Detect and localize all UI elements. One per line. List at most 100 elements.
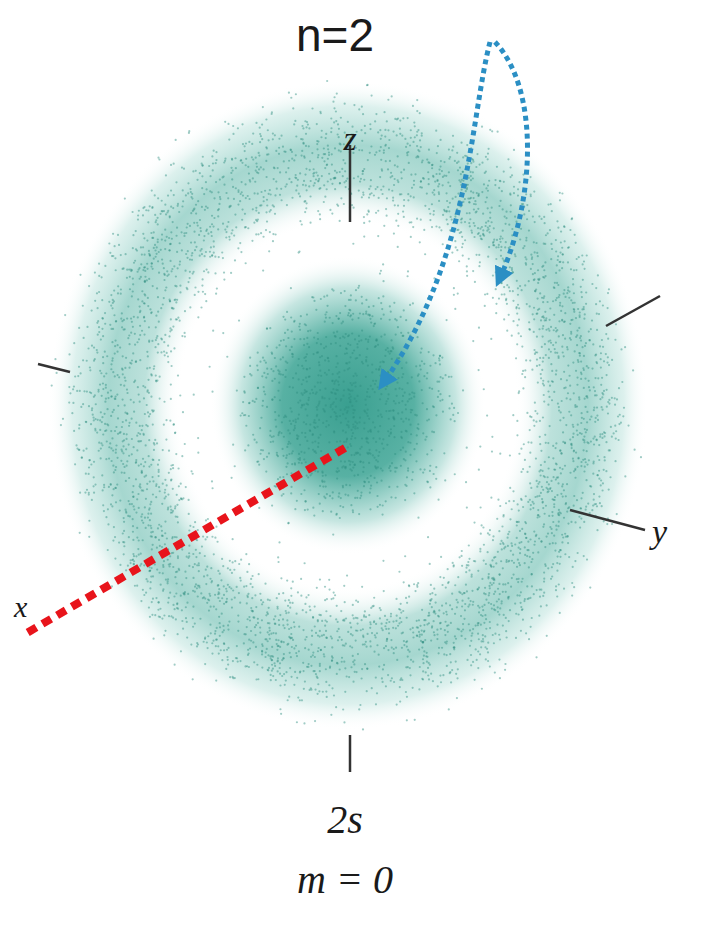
- speckle: [395, 497, 397, 499]
- speckle: [161, 258, 163, 260]
- speckle: [547, 380, 549, 382]
- speckle: [148, 606, 150, 608]
- speckle: [120, 288, 122, 290]
- speckle: [472, 661, 474, 663]
- speckle: [386, 215, 388, 217]
- speckle: [600, 384, 602, 386]
- speckle: [290, 149, 292, 151]
- speckle: [505, 617, 507, 619]
- speckle: [486, 414, 488, 416]
- speckle: [362, 194, 364, 196]
- speckle: [167, 355, 169, 357]
- speckle: [502, 625, 504, 627]
- speckle: [559, 251, 561, 253]
- speckle: [323, 153, 325, 155]
- speckle: [292, 450, 294, 452]
- speckle: [387, 347, 389, 349]
- speckle: [368, 452, 370, 454]
- speckle: [146, 367, 148, 369]
- speckle: [458, 260, 460, 262]
- speckle: [492, 634, 494, 636]
- speckle: [352, 416, 354, 418]
- speckle: [179, 320, 181, 322]
- speckle: [237, 247, 239, 249]
- speckle: [363, 235, 365, 237]
- speckle: [299, 444, 301, 446]
- speckle: [474, 281, 476, 283]
- speckle: [288, 178, 290, 180]
- speckle: [569, 398, 571, 400]
- speckle: [203, 239, 205, 241]
- speckle: [580, 371, 582, 373]
- speckle: [461, 600, 463, 602]
- speckle: [312, 449, 314, 451]
- speckle: [181, 335, 183, 337]
- speckle: [271, 664, 273, 666]
- speckle: [400, 316, 402, 318]
- speckle: [94, 300, 96, 302]
- speckle: [264, 190, 266, 192]
- speckle: [461, 189, 463, 191]
- speckle: [313, 336, 315, 338]
- speckle: [191, 259, 193, 261]
- speckle: [68, 386, 70, 388]
- speckle: [339, 345, 341, 347]
- speckle: [440, 160, 442, 162]
- speckle: [403, 644, 405, 646]
- speckle: [233, 569, 235, 571]
- speckle: [379, 398, 381, 400]
- speckle: [586, 421, 588, 423]
- speckle: [424, 205, 426, 207]
- speckle: [418, 688, 420, 690]
- speckle: [486, 293, 488, 295]
- speckle: [550, 528, 552, 530]
- speckle: [556, 282, 558, 284]
- speckle: [87, 347, 89, 349]
- speckle: [505, 211, 507, 213]
- speckle: [181, 249, 183, 251]
- speckle: [545, 329, 547, 331]
- speckle: [611, 436, 613, 438]
- speckle: [552, 457, 554, 459]
- speckle: [225, 668, 227, 670]
- speckle: [212, 640, 214, 642]
- speckle: [416, 443, 418, 445]
- speckle: [455, 660, 457, 662]
- speckle: [536, 516, 538, 518]
- speckle: [428, 149, 430, 151]
- speckle: [487, 651, 489, 653]
- speckle: [403, 309, 405, 311]
- speckle: [298, 453, 300, 455]
- speckle: [472, 177, 474, 179]
- speckle: [352, 614, 354, 616]
- speckle: [259, 127, 261, 129]
- speckle: [264, 393, 266, 395]
- speckle: [303, 688, 305, 690]
- speckle: [555, 373, 557, 375]
- speckle: [145, 592, 147, 594]
- speckle: [585, 509, 587, 511]
- speckle: [199, 172, 201, 174]
- speckle: [132, 531, 134, 533]
- speckle: [256, 171, 258, 173]
- speckle: [387, 350, 389, 352]
- speckle: [529, 415, 531, 417]
- speckle: [170, 365, 172, 367]
- speckle: [407, 332, 409, 334]
- speckle: [347, 420, 349, 422]
- speckle: [379, 272, 381, 274]
- speckle: [533, 349, 535, 351]
- speckle: [406, 602, 408, 604]
- speckle: [287, 643, 289, 645]
- speckle: [354, 425, 356, 427]
- speckle: [622, 415, 624, 417]
- speckle: [304, 211, 306, 213]
- speckle: [513, 562, 515, 564]
- speckle: [354, 421, 356, 423]
- speckle: [131, 321, 133, 323]
- speckle: [116, 393, 118, 395]
- speckle: [309, 329, 311, 331]
- speckle: [314, 440, 316, 442]
- speckle: [380, 467, 382, 469]
- speckle: [557, 556, 559, 558]
